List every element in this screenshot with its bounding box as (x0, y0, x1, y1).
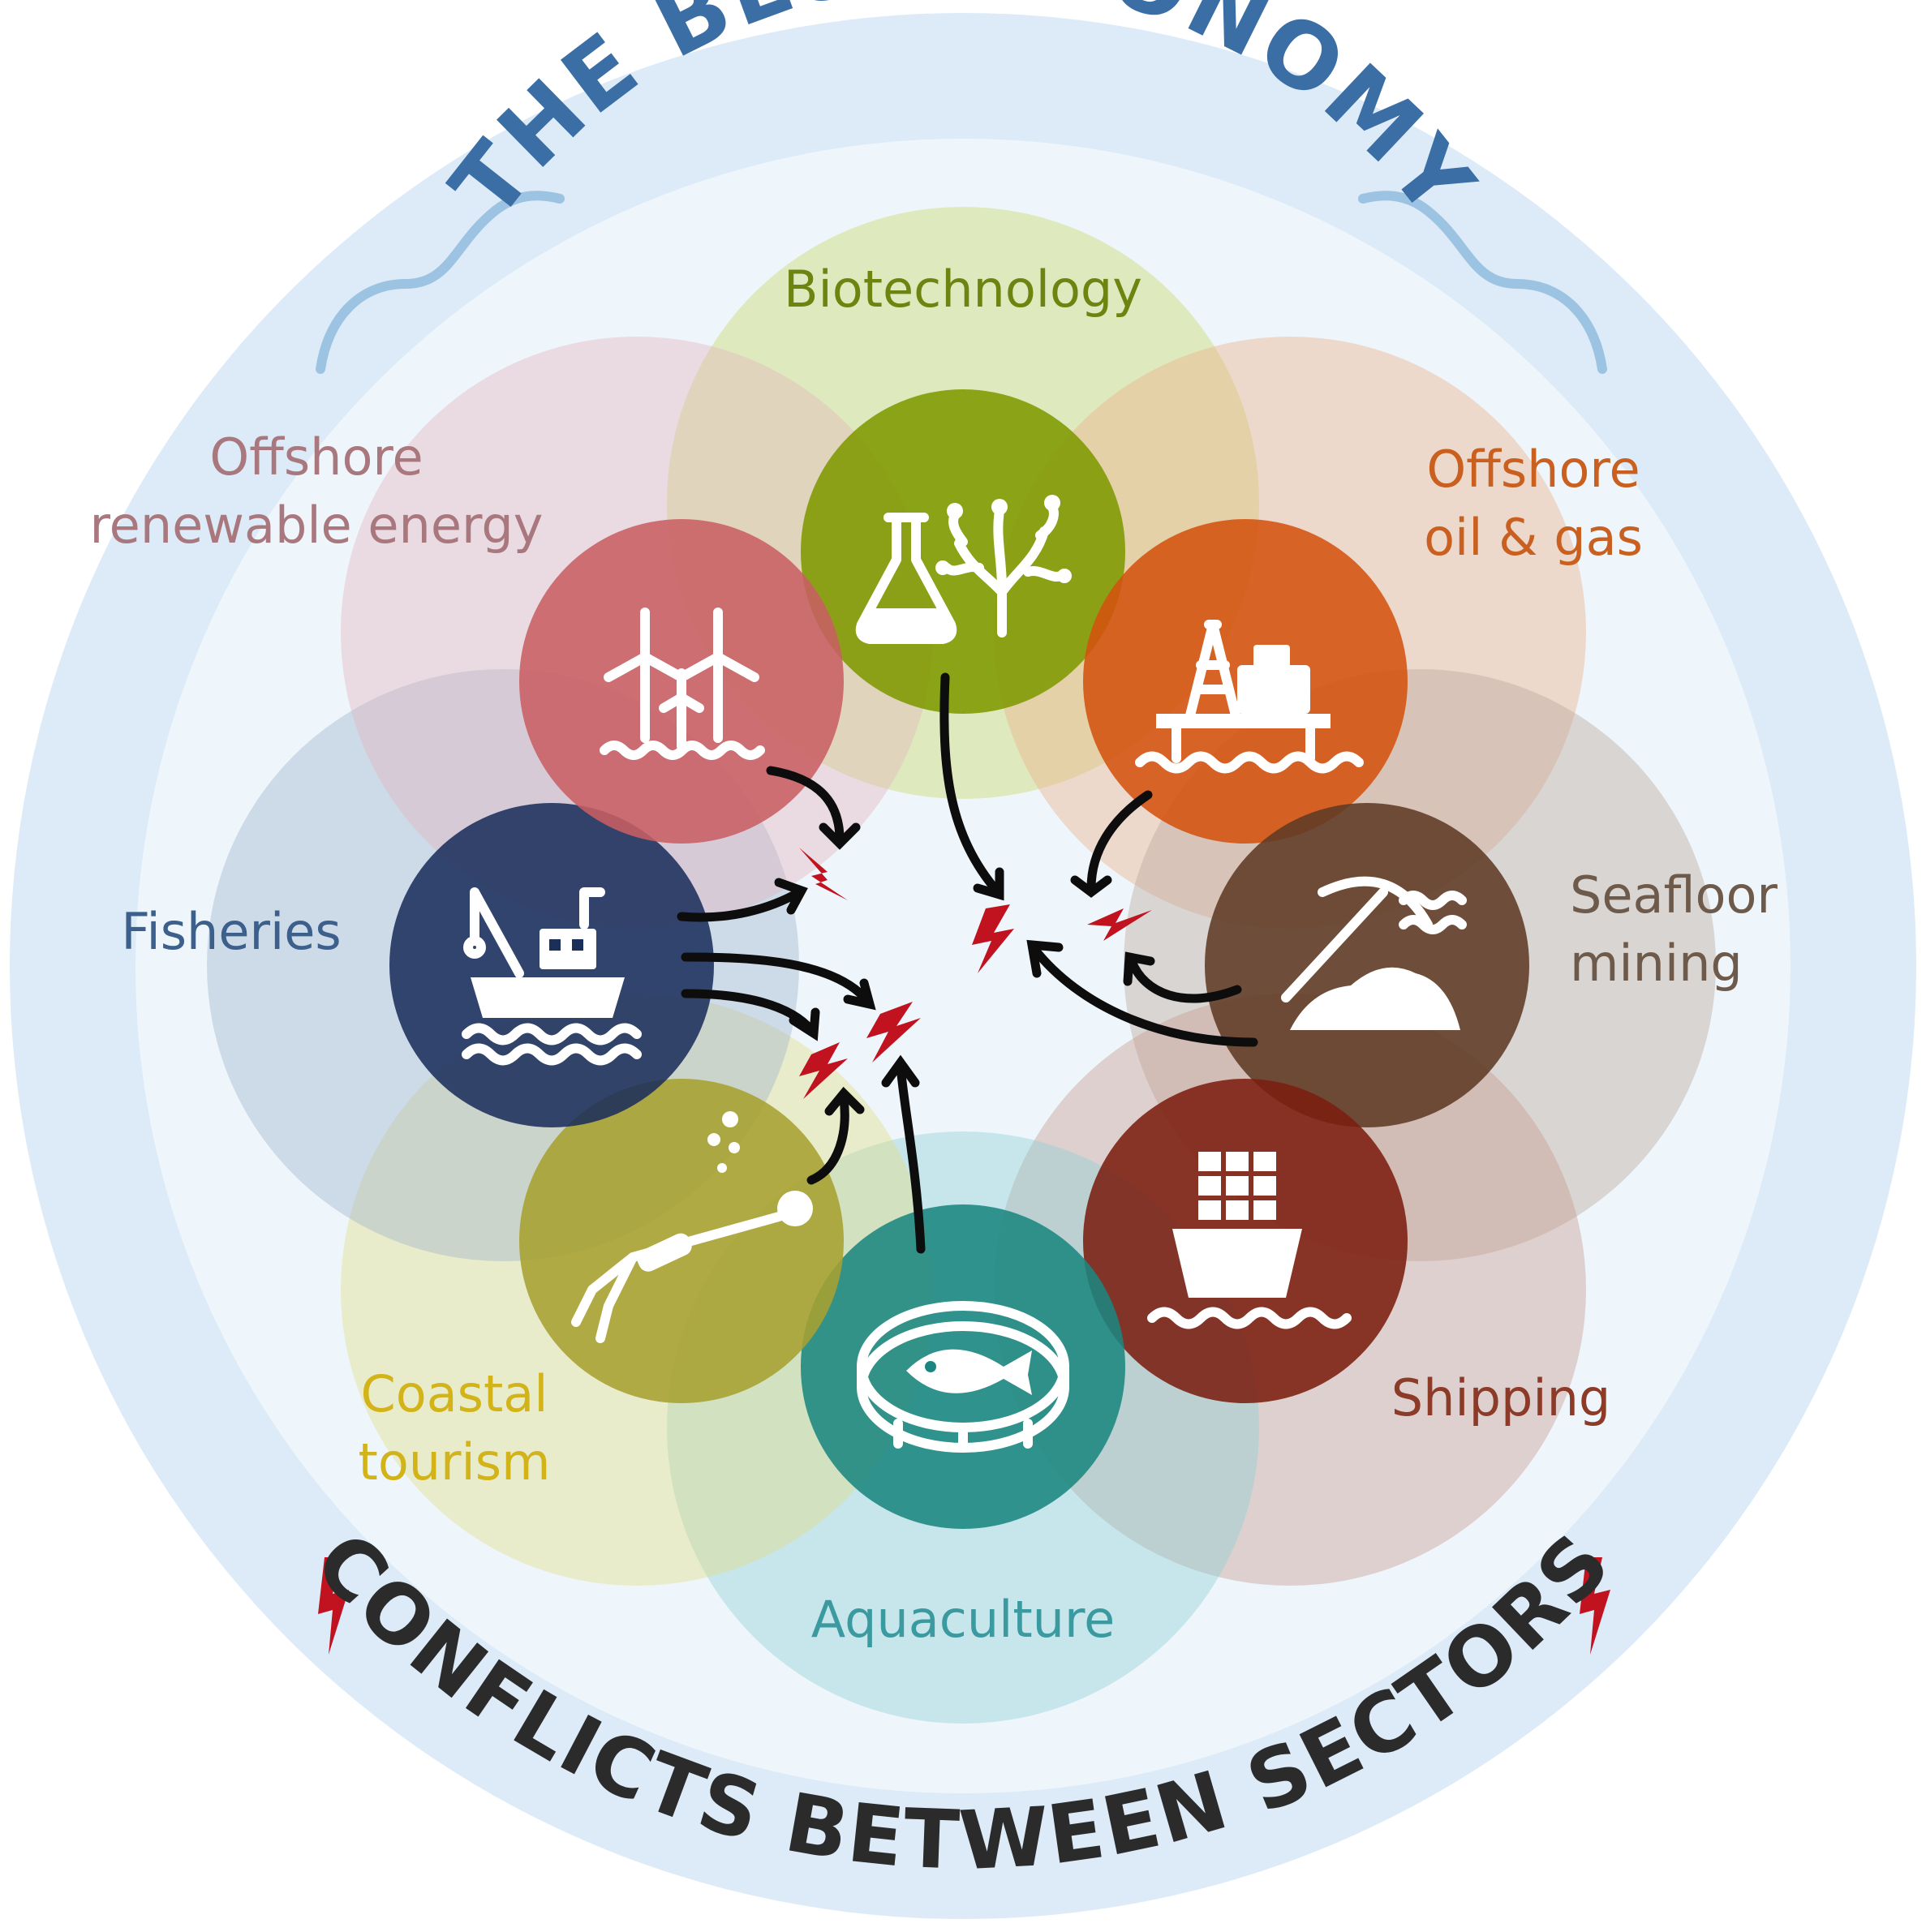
diver-icon (571, 1111, 813, 1343)
cargo-ship-icon (1147, 1152, 1352, 1329)
fish-pen-icon (857, 1301, 1069, 1453)
sector-label-coastal-tourism: Coastal tourism (359, 1364, 551, 1492)
sector-label-fisheries: Fisheries (121, 902, 341, 961)
inner-ring (135, 139, 1791, 1793)
sector-label-seafloor-mining: Seafloor mining (1570, 865, 1778, 993)
sector-label-line: mining (1570, 934, 1743, 993)
conflict-bolts (318, 848, 1610, 1655)
wind-turbine-icon (600, 608, 765, 760)
right-wave-decoration (1358, 191, 1607, 374)
sector-label-biotechnology: Biotechnology (784, 260, 1142, 319)
sector-label-line: Fisheries (121, 902, 341, 961)
lightning-icon (972, 904, 1014, 973)
sector-label-offshore-renewable-energy: Offshore renewable energy (90, 427, 544, 555)
oil-platform-icon (1135, 620, 1364, 774)
sector-label-offshore-oil-gas: Offshore oil & gas (1424, 440, 1643, 567)
lightning-icon (1580, 1557, 1610, 1655)
sector-label-line: Offshore (209, 427, 423, 487)
arrow-oilgas-to-center (1086, 790, 1153, 893)
flask-coral-icon (855, 495, 1072, 644)
sector-label-line: Shipping (1391, 1368, 1610, 1428)
sector-label-line: tourism (359, 1432, 551, 1492)
arrow-mining-to-center-1 (1127, 956, 1242, 1003)
arrow-mining-to-center-2 (1030, 944, 1258, 1047)
arrow-aquaculture-to-center (896, 1062, 926, 1254)
sector-label-line: Coastal (360, 1364, 548, 1423)
lightning-icon (866, 1002, 921, 1063)
arrow-renewable-to-center (766, 766, 845, 844)
sector-label-shipping: Shipping (1391, 1368, 1610, 1428)
sector-label-line: Seafloor (1570, 865, 1778, 925)
arrow-fisheries-to-center-1 (677, 887, 804, 922)
arrow-biotech-to-center (939, 672, 1003, 897)
lightning-icon (318, 1557, 349, 1655)
pickaxe-icon (1281, 876, 1467, 1030)
sector-label-aquaculture: Aquaculture (811, 1590, 1115, 1649)
fishing-boat-icon (462, 887, 642, 1066)
left-wave-decoration (316, 191, 565, 374)
conflict-arrows (677, 672, 1258, 1254)
sector-label-line: Biotechnology (784, 260, 1142, 319)
sector-label-line: oil & gas (1424, 508, 1643, 567)
lightning-icon (799, 848, 848, 900)
arrow-fisheries-to-center-2 (681, 952, 873, 1007)
sector-label-line: renewable energy (90, 496, 544, 555)
sector-label-line: Aquaculture (811, 1590, 1115, 1649)
lightning-icon (1087, 908, 1152, 941)
sector-circle-seafloor-mining (1205, 803, 1529, 1127)
lightning-icon (799, 1042, 848, 1099)
arrow-tourism-to-center (806, 1094, 849, 1185)
sector-label-line: Offshore (1426, 440, 1640, 499)
